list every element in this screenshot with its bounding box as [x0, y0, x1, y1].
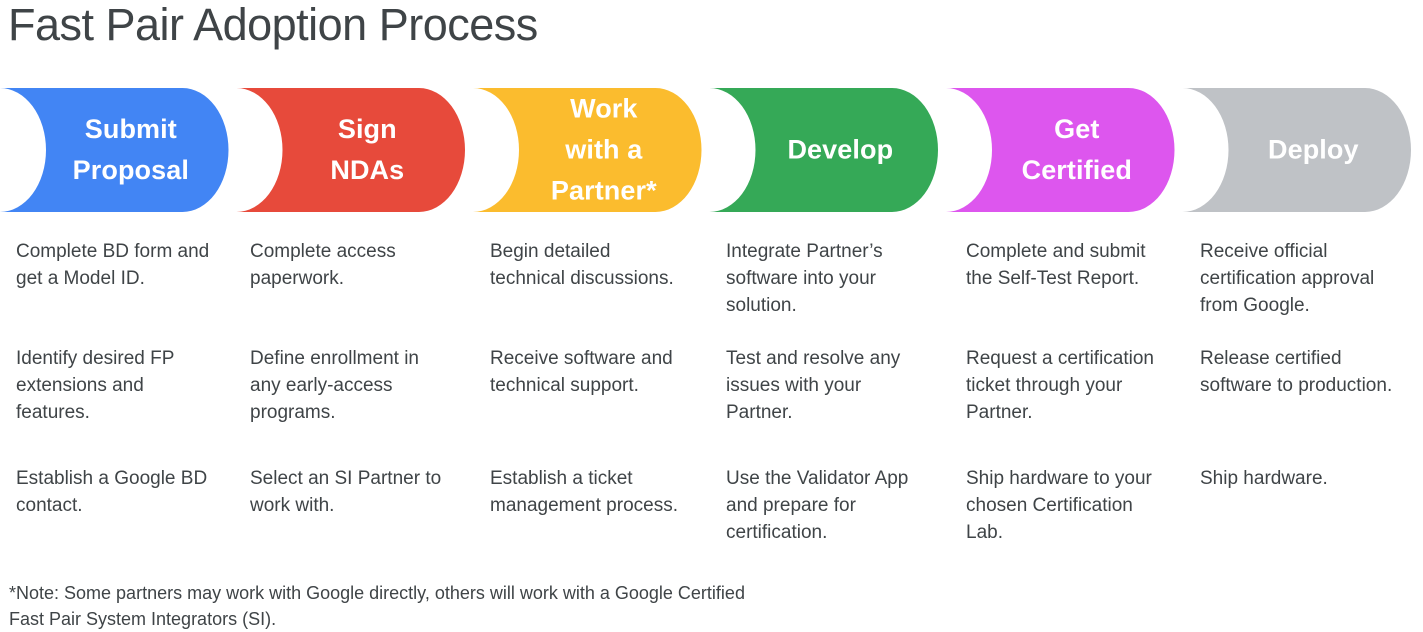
stage-chevron-work-with-a-partner[interactable] [473, 88, 702, 212]
detail-cell-r2-c4: Test and resolve any issues with your Pa… [726, 348, 901, 423]
detail-cell-r3-c2: Select an SI Partner to work with. [250, 468, 442, 516]
detail-cell-r1-c4: Integrate Partner’s software into your s… [726, 241, 883, 316]
detail-cell-r1-c3: Begin detailed technical discussions. [490, 241, 674, 289]
detail-cell-r3-c3: Establish a ticket management process. [490, 468, 678, 516]
page-title: Fast Pair Adoption Process [8, 0, 538, 50]
detail-cell-r1-c5: Complete and submit the Self-Test Report… [966, 241, 1146, 289]
stage-chevron-deploy[interactable] [1182, 88, 1412, 212]
detail-cell-r3-c5: Ship hardware to your chosen Certificati… [966, 468, 1152, 543]
detail-cell-r3-c6: Ship hardware. [1200, 468, 1328, 489]
detail-row-1: Complete BD form and get a Model ID. Comp… [0, 238, 1423, 345]
stage-details-grid: Complete BD form and get a Model ID. Comp… [0, 238, 1423, 585]
stage-chevron-sign-ndas[interactable] [236, 88, 466, 212]
detail-cell-r1-c2: Complete access paperwork. [250, 241, 396, 289]
stage-chevron-develop[interactable] [709, 88, 939, 212]
detail-cell-r1-c6: Receive official certification approval … [1200, 241, 1375, 316]
footnote-note: *Note: Some partners may work with Googl… [9, 583, 745, 629]
detail-row-3: Establish a Google BD contact. Select an … [0, 465, 1423, 585]
stage-chevron-submit-proposal[interactable] [0, 88, 229, 212]
detail-cell-r2-c6: Release certified software to production… [1200, 348, 1393, 396]
detail-cell-r1-c1: Complete BD form and get a Model ID. [16, 241, 210, 289]
detail-cell-r3-c1: Establish a Google BD contact. [16, 468, 208, 516]
detail-cell-r2-c2: Define enrollment in any early-access pr… [250, 348, 419, 423]
detail-cell-r3-c4: Use the Validator App and prepare for ce… [726, 468, 909, 543]
detail-cell-r2-c1: Identify desired FP extensions and featu… [16, 348, 175, 423]
stage-chevrons-svg [0, 88, 1412, 212]
detail-cell-r2-c5: Request a certification ticket through y… [966, 348, 1154, 423]
detail-cell-r2-c3: Receive software and technical support. [490, 348, 673, 396]
stage-chevron-get-certified[interactable] [946, 88, 1175, 212]
detail-row-2: Identify desired FP extensions and featu… [0, 345, 1423, 465]
